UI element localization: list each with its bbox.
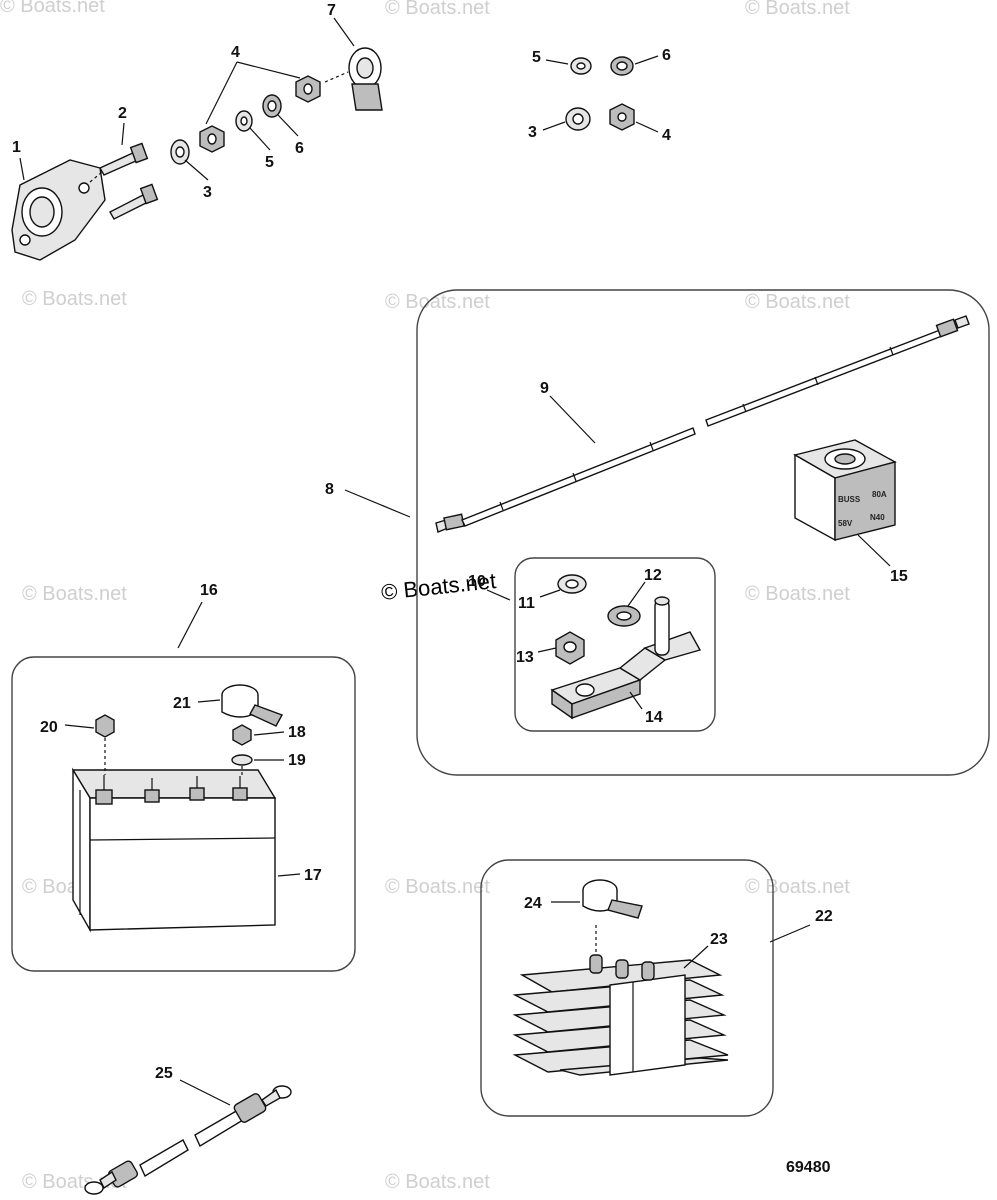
callout-5: 5 [265, 154, 274, 171]
callout-7: 7 [327, 2, 336, 19]
watermark: © Boats.net [385, 291, 490, 313]
bracket-assembly [11, 47, 383, 261]
callout-21: 21 [173, 695, 191, 712]
callout-17: 17 [304, 867, 322, 884]
leader-line [542, 121, 566, 131]
leader-line [333, 17, 355, 47]
leader-line [635, 121, 659, 133]
callout-24: 24 [524, 895, 542, 912]
group-22-box [480, 859, 774, 1117]
callout-19: 19 [288, 752, 306, 769]
fuse-volts: 58V [838, 519, 853, 528]
callout-18: 18 [288, 724, 306, 741]
callout-8: 8 [325, 481, 334, 498]
leader-line [249, 127, 271, 151]
callout-2: 2 [118, 105, 127, 122]
group-16-box [11, 656, 356, 972]
leader-line [857, 534, 891, 567]
callout-3b: 3 [528, 124, 537, 141]
watermark: © Boats.net [745, 0, 850, 19]
leader-line [627, 581, 646, 607]
callout-5b: 5 [532, 49, 541, 66]
leader-line [549, 395, 596, 444]
callout-3: 3 [203, 184, 212, 201]
fuse-80a: BUSS 80A 58V N40 [793, 439, 897, 542]
battery-cable [435, 315, 970, 533]
leader-line [184, 159, 209, 181]
leader-line [236, 61, 301, 79]
leader-line [121, 122, 125, 146]
leader-line [539, 589, 561, 598]
callout-4: 4 [231, 44, 240, 61]
watermark: © Boats.net [0, 0, 105, 17]
leader-line [205, 61, 238, 125]
hardware-kit [550, 574, 702, 720]
figure-number: 69480 [786, 1159, 831, 1176]
callout-13: 13 [516, 649, 534, 666]
callout-16: 16 [200, 582, 218, 599]
callout-1: 1 [12, 139, 21, 156]
leader-line [769, 924, 811, 943]
callout-25: 25 [155, 1065, 173, 1082]
leader-line [629, 691, 643, 710]
leader-line [64, 724, 95, 729]
heat-sink [512, 879, 729, 1076]
leader-line [634, 55, 659, 65]
leader-line [253, 731, 285, 736]
isolator [71, 684, 284, 933]
callout-14: 14 [645, 709, 663, 726]
watermark: © Boats.net [22, 288, 127, 310]
leader-line [545, 59, 569, 65]
group-10-box [514, 557, 716, 732]
fuse-brand: BUSS [838, 495, 861, 504]
leader-line [344, 489, 411, 518]
callout-12: 12 [644, 567, 662, 584]
watermark: © Boats.net [385, 0, 490, 19]
callout-10: 10 [468, 573, 486, 590]
fuse-model: N40 [870, 513, 885, 522]
leader-line [537, 647, 557, 653]
watermark: © Boats.net [385, 876, 490, 898]
callout-15: 15 [890, 568, 908, 585]
callout-11: 11 [518, 595, 535, 612]
hardware-set [565, 56, 635, 131]
leader-line [19, 157, 25, 181]
callout-6: 6 [295, 140, 304, 157]
leader-line [197, 699, 221, 703]
leader-line [179, 1079, 231, 1106]
wire-harness [84, 1085, 292, 1195]
callout-9: 9 [540, 380, 549, 397]
leader-line [277, 114, 299, 137]
leader-line [486, 589, 511, 601]
callout-20: 20 [40, 719, 58, 736]
callout-6b: 6 [662, 47, 671, 64]
leader-line [177, 601, 203, 649]
leader-line [683, 945, 709, 969]
watermark: © Boats.net [745, 876, 850, 898]
watermark: © Boats.net [745, 291, 850, 313]
watermark: © Boats.net [745, 583, 850, 605]
callout-22: 22 [815, 908, 833, 925]
callout-23: 23 [710, 931, 728, 948]
callout-4b: 4 [662, 127, 671, 144]
fuse-amps: 80A [872, 490, 887, 499]
watermark: © Boats.net [22, 583, 127, 605]
group-8-box [416, 289, 990, 776]
leader-line [277, 873, 301, 877]
watermark: © Boats.net [385, 1171, 490, 1193]
